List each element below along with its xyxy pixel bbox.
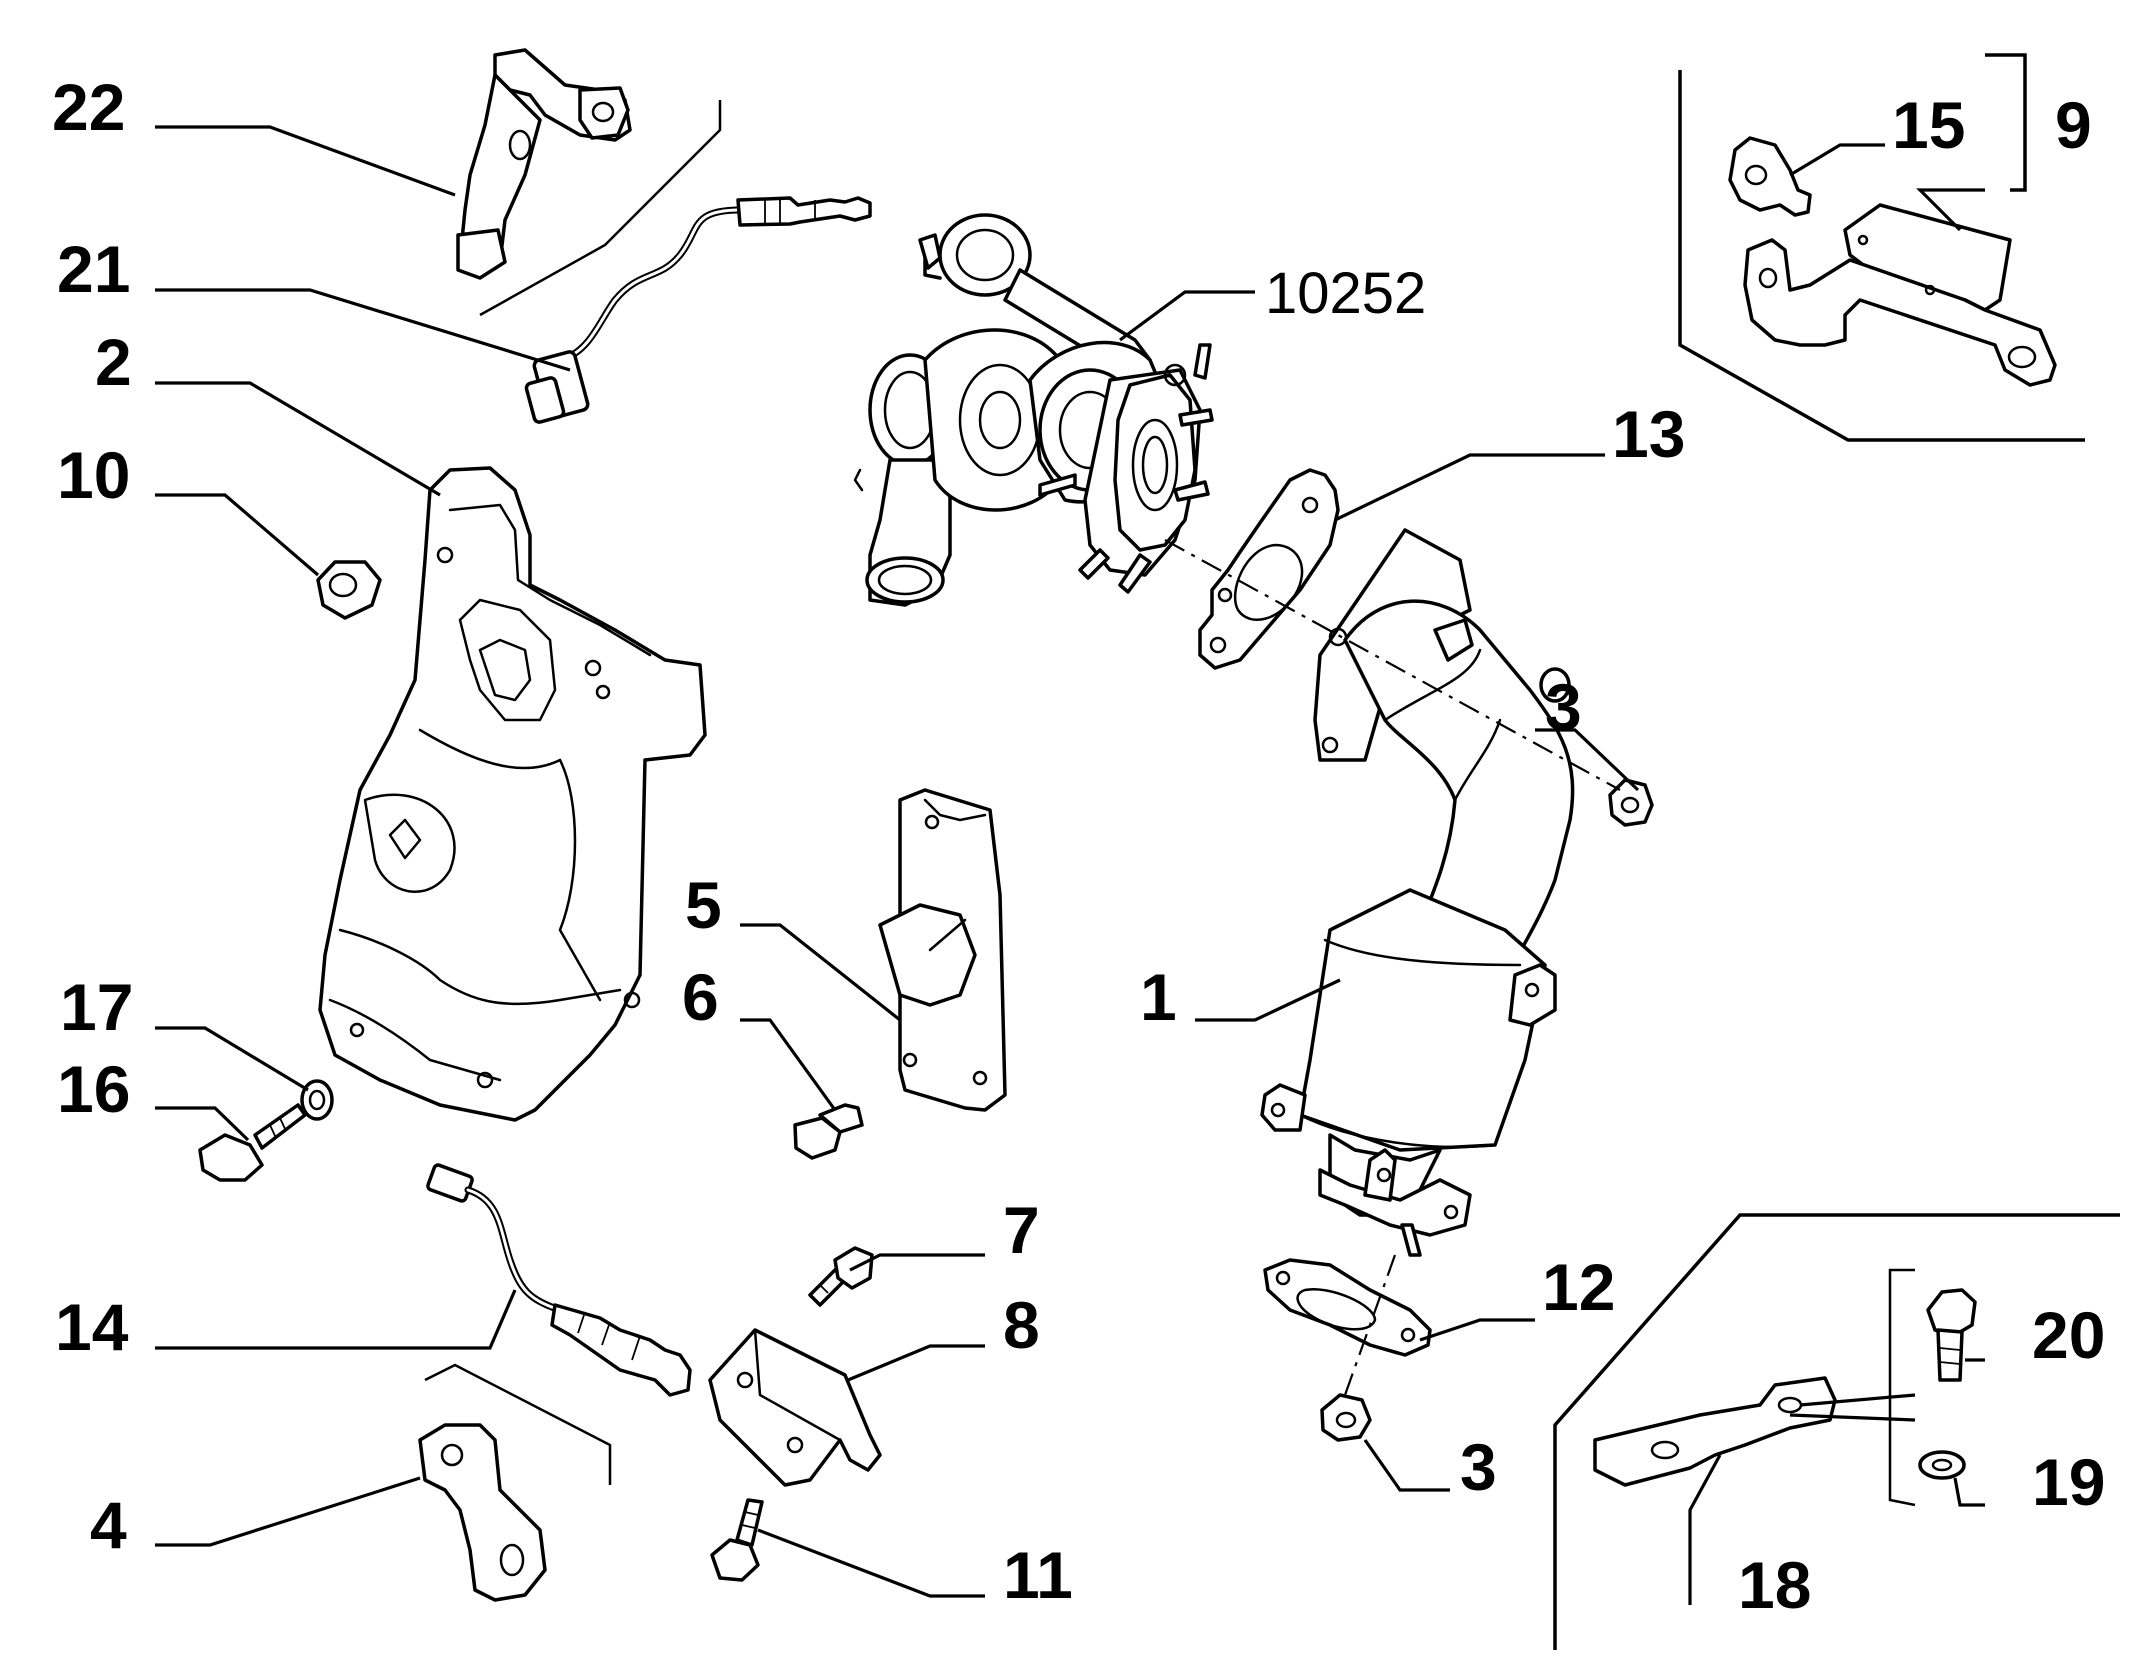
callout-12: 12 xyxy=(1542,1250,1615,1324)
callout-3-upper: 3 xyxy=(1545,670,1582,744)
part-17-washer xyxy=(300,1079,334,1121)
part-20-bolt xyxy=(1926,1288,1977,1382)
group-frame-bottom-right xyxy=(1553,1213,2120,1650)
callout-16: 16 xyxy=(57,1052,130,1126)
callout-3-lower: 3 xyxy=(1460,1430,1497,1504)
part-14-oxygen-sensor xyxy=(426,1163,692,1397)
part-12-gasket xyxy=(1263,1258,1432,1357)
callout-7: 7 xyxy=(1003,1193,1040,1267)
callout-10252: 10252 xyxy=(1265,261,1426,326)
callout-19: 19 xyxy=(2032,1445,2105,1519)
part-15-clip xyxy=(1728,136,1812,217)
part-7-bolt xyxy=(808,1246,874,1307)
callout-labels: 22 21 2 10 17 16 14 4 5 6 7 8 11 10252 1… xyxy=(52,70,2105,1622)
callout-17: 17 xyxy=(60,970,133,1044)
part-5-bracket-plate xyxy=(878,788,1007,1112)
callout-4: 4 xyxy=(90,1488,127,1562)
part-11-bolt xyxy=(710,1498,764,1582)
part-6-bolt xyxy=(793,1103,864,1160)
part-4-small-bracket xyxy=(418,1423,547,1602)
callout-5: 5 xyxy=(685,868,722,942)
assembly-axes xyxy=(1164,539,1621,1396)
callout-11: 11 xyxy=(1003,1538,1073,1612)
group-frame-sensor-upper xyxy=(479,100,722,317)
group-frame-sensor-lower xyxy=(424,1363,612,1485)
group-frame-top-right xyxy=(1678,53,2085,442)
part-19-washer xyxy=(1918,1450,1966,1480)
part-22-sensor-bracket xyxy=(456,48,632,280)
callout-9: 9 xyxy=(2055,88,2092,162)
part-8-angle-bracket xyxy=(708,1328,882,1487)
leader-lines xyxy=(155,125,1985,1605)
callout-10: 10 xyxy=(57,438,130,512)
callout-15: 15 xyxy=(1892,88,1965,162)
part-18-strap-plate xyxy=(1593,1376,1837,1487)
part-10-nut xyxy=(316,560,382,620)
callout-1: 1 xyxy=(1140,960,1177,1034)
turbo-studs xyxy=(1038,343,1214,594)
part-13-gasket xyxy=(1198,468,1340,670)
callout-22: 22 xyxy=(52,70,125,144)
callout-6: 6 xyxy=(682,960,719,1034)
callout-8: 8 xyxy=(1003,1288,1040,1362)
part-2-heat-shield xyxy=(318,466,707,1122)
part-1-catalytic-converter xyxy=(1260,528,1575,1257)
callout-14: 14 xyxy=(55,1290,129,1364)
part-3-nut-lower xyxy=(1320,1393,1372,1442)
part-10252-turbocharger xyxy=(853,213,1214,607)
part-16-bolt xyxy=(198,1103,307,1182)
callout-21: 21 xyxy=(57,232,130,306)
callout-20: 20 xyxy=(2032,1298,2105,1372)
part-21-oxygen-sensor xyxy=(524,196,872,424)
callout-2: 2 xyxy=(95,325,132,399)
callout-18: 18 xyxy=(1738,1548,1811,1622)
callout-13: 13 xyxy=(1612,397,1685,471)
part-9-bracket-assembly xyxy=(1743,203,2057,387)
